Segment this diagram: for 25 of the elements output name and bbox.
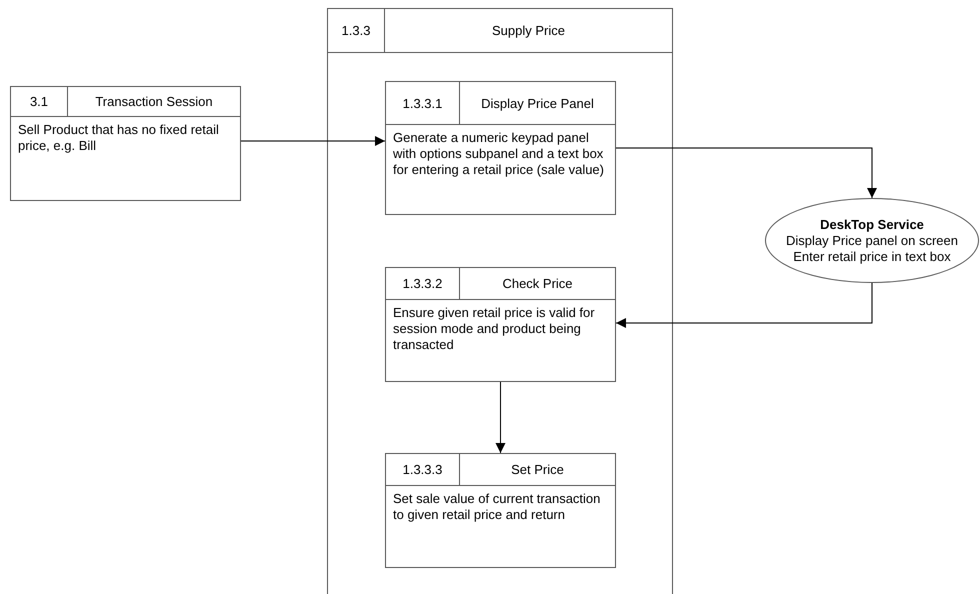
process-description: Set sale value of current transaction to given retail price and return [393, 491, 602, 523]
process-box [385, 267, 616, 382]
process-number: 1.3.3.2 [402, 276, 442, 291]
process-description: Generate a numeric keypad panel with options subpanel and a text box for entering a retail price (sale value) [393, 130, 605, 178]
arrow [496, 382, 506, 454]
process-number: 1.3.3.1 [402, 96, 442, 110]
arrow [616, 282, 872, 328]
process-number: 1.3.3.3 [402, 462, 442, 477]
service-text: Display Price panel on screen Enter retail price in text box [785, 232, 959, 264]
process-title: Transaction Session [95, 94, 213, 109]
process-box [385, 453, 616, 568]
service-title: DeskTop Service [819, 216, 925, 232]
process-title: Check Price [502, 276, 573, 291]
process-box [10, 86, 241, 201]
process-description: Sell Product that has no fixed retail price, e.g. Bill [18, 122, 220, 154]
process-title: Set Price [511, 462, 564, 477]
process-number: 3.1 [30, 94, 48, 109]
process-box [327, 8, 673, 594]
arrow [616, 148, 877, 198]
process-description: Ensure given retail price is valid for session mode and product being transacted [393, 305, 596, 353]
process-number: 1.3.3 [342, 23, 370, 38]
process-title: Display Price Panel [481, 96, 594, 110]
process-box [385, 81, 616, 215]
process-title: Supply Price [492, 23, 565, 38]
arrow [240, 136, 386, 146]
